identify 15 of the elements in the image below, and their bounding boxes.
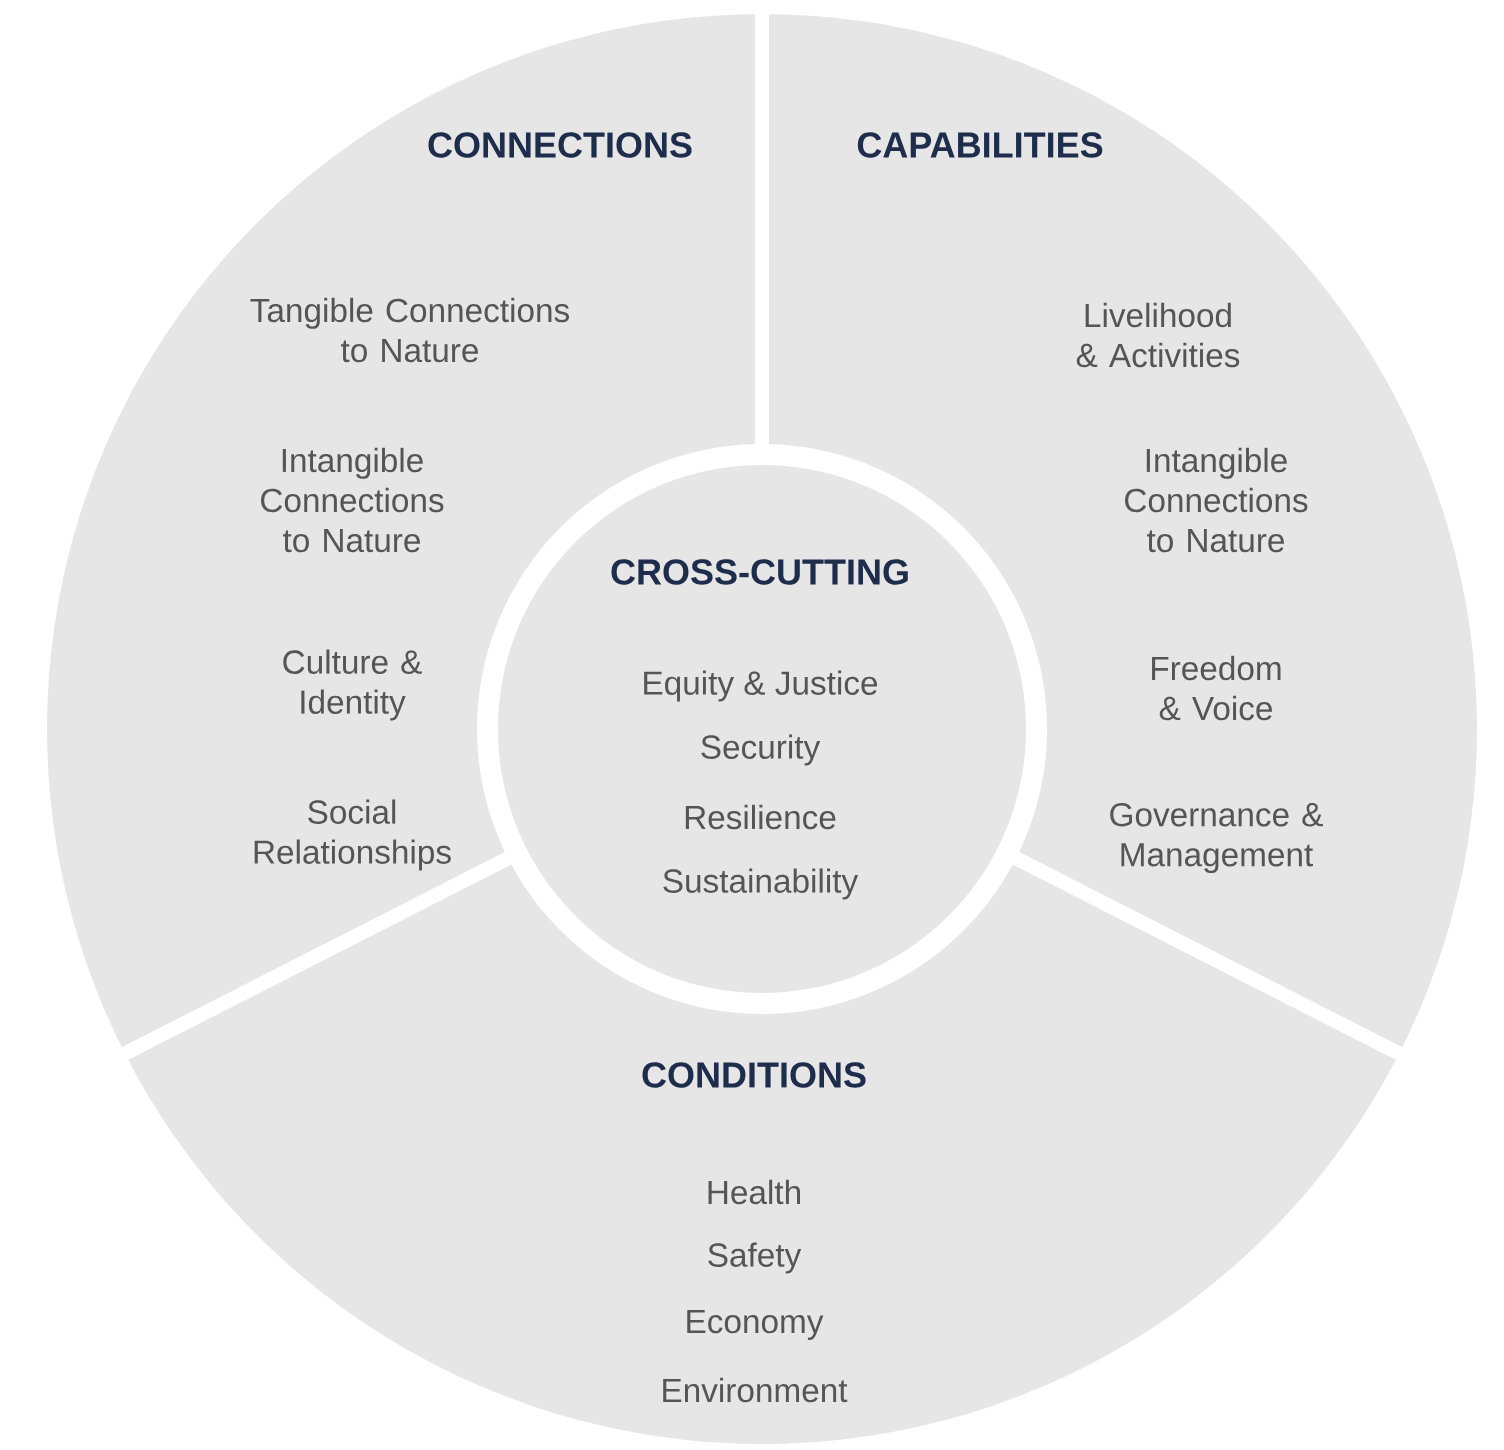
node-label: Resilience bbox=[685, 804, 836, 830]
node-label: CONDITIONS bbox=[642, 1062, 866, 1088]
node-label: Freedom & Voice bbox=[1152, 655, 1281, 721]
node-label: Intangible Connections to Nature bbox=[1125, 447, 1308, 553]
node-label: Economy bbox=[687, 1310, 824, 1340]
node-label: CAPABILITIES bbox=[857, 132, 1103, 158]
node-label: CROSS-CUTTING bbox=[611, 559, 908, 585]
node-label: Equity & Justice bbox=[644, 670, 878, 702]
node-label: Security bbox=[701, 734, 821, 766]
node-label: Safety bbox=[708, 1242, 802, 1274]
node-label: Governance & Management bbox=[1110, 802, 1323, 874]
node-label: Sustainability bbox=[663, 868, 859, 900]
node-label: Environment bbox=[663, 1377, 848, 1403]
node-label: Livelihood & Activities bbox=[1076, 302, 1240, 368]
node-label: Health bbox=[708, 1179, 800, 1205]
